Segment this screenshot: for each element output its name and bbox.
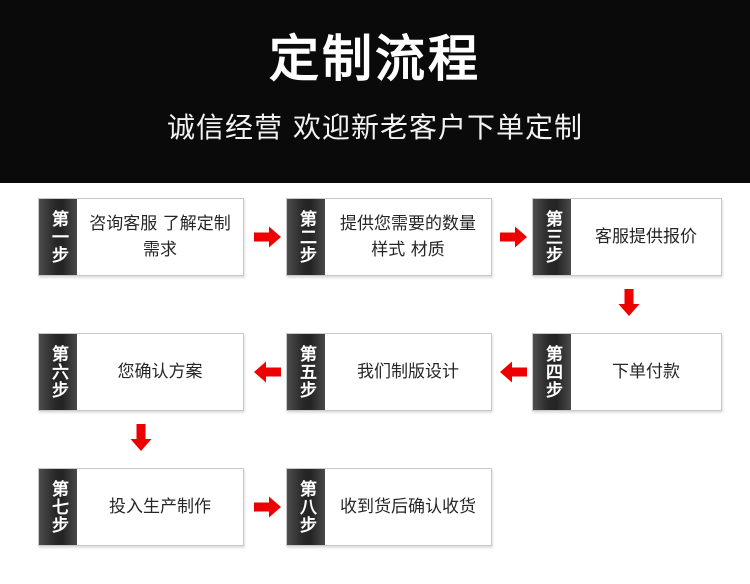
step-badge-label-6: 第六步: [48, 345, 68, 399]
step-text-4: 下单付款: [612, 362, 680, 382]
step-badge-1: 第一步: [39, 199, 77, 275]
step-card-1: 第一步 咨询客服 了解定制需求: [38, 198, 244, 276]
step-badge-5: 第五步: [287, 334, 325, 410]
page-subtitle: 诚信经营 欢迎新老客户下单定制: [167, 111, 583, 144]
step-badge-2: 第二步: [287, 199, 325, 275]
step-text-8: 收到货后确认收货: [340, 497, 476, 517]
step-badge-8: 第八步: [287, 469, 325, 545]
step-badge-label-2: 第二步: [296, 210, 316, 264]
step-card-5: 第五步 我们制版设计: [286, 333, 492, 411]
step-badge-label-3: 第三步: [542, 210, 562, 264]
step-card-2: 第二步 提供您需要的数量 样式 材质: [286, 198, 492, 276]
step-badge-label-5: 第五步: [296, 345, 316, 399]
step-text-7: 投入生产制作: [109, 497, 211, 517]
step-card-7: 第七步 投入生产制作: [38, 468, 244, 546]
step-badge-7: 第七步: [39, 469, 77, 545]
header-banner: 定制流程 诚信经营 欢迎新老客户下单定制: [0, 0, 750, 183]
step-badge-4: 第四步: [533, 334, 571, 410]
step-text-5: 我们制版设计: [357, 362, 459, 382]
step-text-1: 咨询客服 了解定制需求: [89, 214, 231, 260]
step-text-3: 客服提供报价: [595, 227, 697, 247]
step-card-4: 第四步 下单付款: [532, 333, 722, 411]
step-badge-label-7: 第七步: [48, 480, 68, 534]
step-text-2: 提供您需要的数量 样式 材质: [340, 214, 476, 260]
step-badge-label-1: 第一步: [48, 210, 68, 264]
step-card-8: 第八步 收到货后确认收货: [286, 468, 492, 546]
step-badge-6: 第六步: [39, 334, 77, 410]
step-card-3: 第三步 客服提供报价: [532, 198, 722, 276]
step-text-6: 您确认方案: [117, 362, 203, 382]
step-badge-3: 第三步: [533, 199, 571, 275]
step-card-6: 第六步 您确认方案: [38, 333, 244, 411]
step-badge-label-8: 第八步: [296, 480, 316, 534]
step-badge-label-4: 第四步: [542, 345, 562, 399]
page-title: 定制流程: [269, 30, 481, 88]
